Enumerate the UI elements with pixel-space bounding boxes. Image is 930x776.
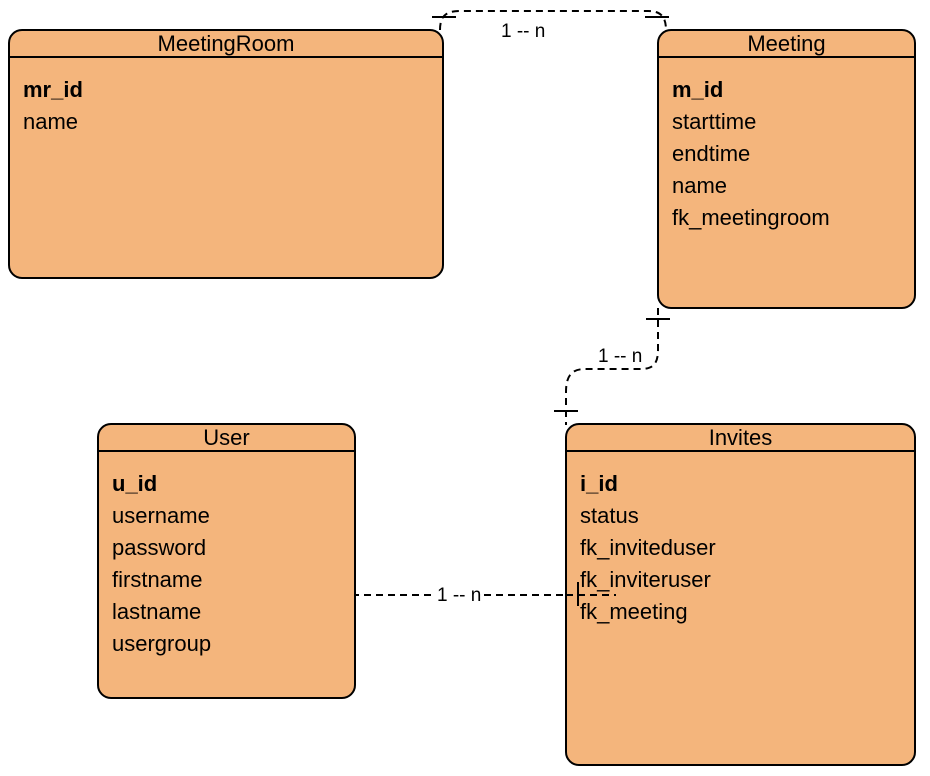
relationship-label-meeting-invites: 1 -- n — [596, 346, 645, 367]
field-name: name — [23, 109, 79, 134]
field-endtime: endtime — [672, 141, 751, 166]
entity-field-list: i_id status fk_inviteduser fk_inviteruse… — [567, 452, 914, 628]
field-name: name — [672, 173, 728, 198]
entity-title: User — [99, 425, 354, 452]
entity-title: Meeting — [659, 31, 914, 58]
field-m-id: m_id — [672, 77, 724, 102]
field-usergroup: usergroup — [112, 631, 212, 656]
field-i-id: i_id — [580, 471, 618, 496]
entity-title: MeetingRoom — [10, 31, 442, 58]
relationship-label-meetingroom-meeting: 1 -- n — [499, 21, 548, 42]
entity-invites[interactable]: Invites i_id status fk_inviteduser fk_in… — [565, 423, 916, 766]
field-fk-inviteruser: fk_inviteruser — [580, 567, 711, 592]
entity-field-list: mr_id name — [10, 58, 442, 138]
entity-user[interactable]: User u_id username password firstname la… — [97, 423, 356, 699]
entity-field-list: u_id username password firstname lastnam… — [99, 452, 354, 660]
field-fk-meetingroom: fk_meetingroom — [672, 205, 830, 230]
connector-meetingroom-meeting — [439, 10, 667, 31]
field-u-id: u_id — [112, 471, 158, 496]
entity-meetingroom[interactable]: MeetingRoom mr_id name — [8, 29, 444, 279]
entity-meeting[interactable]: Meeting m_id starttime endtime name fk_m… — [657, 29, 916, 309]
field-fk-inviteduser: fk_inviteduser — [580, 535, 716, 560]
field-fk-meeting: fk_meeting — [580, 599, 688, 624]
field-firstname: firstname — [112, 567, 203, 592]
field-mr-id: mr_id — [23, 77, 83, 102]
entity-title: Invites — [567, 425, 914, 452]
field-lastname: lastname — [112, 599, 202, 624]
field-starttime: starttime — [672, 109, 757, 134]
field-username: username — [112, 503, 210, 528]
relationship-label-user-invites: 1 -- n — [435, 585, 484, 606]
entity-field-list: m_id starttime endtime name fk_meetingro… — [659, 58, 914, 234]
field-status: status — [580, 503, 639, 528]
field-password: password — [112, 535, 207, 560]
